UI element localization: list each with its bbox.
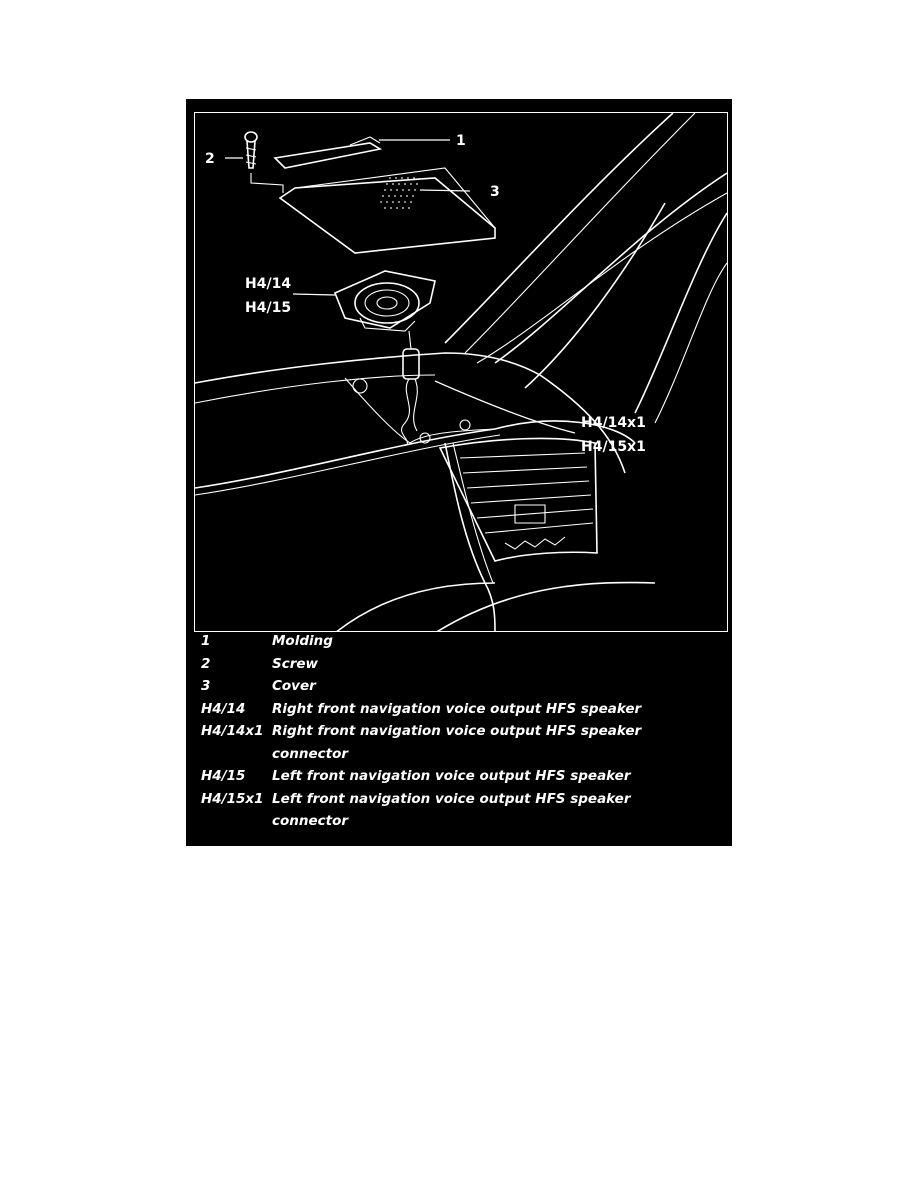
cover-grille xyxy=(380,177,418,209)
legend-code: H4/15x1 xyxy=(201,790,264,807)
legend-row: H4/15 Left front navigation voice output… xyxy=(186,765,732,788)
legend-row: 3 Cover xyxy=(186,675,732,698)
cover-molding-screw xyxy=(244,131,496,254)
legend-row: H4/15x1 Left front navigation voice outp… xyxy=(186,788,732,811)
air-vent xyxy=(438,437,598,562)
legend: 1 Molding 2 Screw 3 Cover H4/14 Right fr… xyxy=(186,630,732,833)
callout-1: 1 xyxy=(456,133,466,149)
legend-description: Cover xyxy=(272,678,316,694)
legend-description: Screw xyxy=(272,655,319,672)
legend-code: H4/14x1 xyxy=(201,723,264,739)
legend-code: H4/15 xyxy=(201,768,246,784)
legend-row: 1 Molding xyxy=(186,630,732,653)
diagram-panel: 1 2 3 H4/14 H4/15 H4/14x1 H4/15x1 1 Mold… xyxy=(186,99,732,846)
legend-code: 1 xyxy=(201,633,211,649)
dashboard-speaker-illustration: 1 2 3 H4/14 H4/15 H4/14x1 H4/15x1 xyxy=(195,113,727,631)
speaker-assembly xyxy=(333,270,471,446)
legend-description: Right front navigation voice output HFS … xyxy=(272,723,642,739)
legend-row: H4/14x1 Right front navigation voice out… xyxy=(186,720,732,743)
legend-description-continued: connector xyxy=(272,745,349,762)
legend-description: Left front navigation voice output HFS s… xyxy=(272,790,631,807)
legend-description: Right front navigation voice output HFS … xyxy=(272,700,642,717)
callout-h4-15x1: H4/15x1 xyxy=(581,439,646,455)
legend-row-continuation: connector xyxy=(186,810,732,833)
a-pillar xyxy=(444,113,727,424)
callout-h4-15: H4/15 xyxy=(245,300,291,316)
callout-h4-14: H4/14 xyxy=(245,276,291,292)
callout-h4-14x1: H4/14x1 xyxy=(581,415,646,431)
callout-2: 2 xyxy=(205,151,215,167)
dashboard xyxy=(195,352,656,631)
legend-code: H4/14 xyxy=(201,700,246,717)
exploded-view-figure: 1 2 3 H4/14 H4/15 H4/14x1 H4/15x1 xyxy=(194,112,728,632)
legend-row: H4/14 Right front navigation voice outpu… xyxy=(186,698,732,721)
legend-row: 2 Screw xyxy=(186,653,732,676)
legend-description: Molding xyxy=(272,633,333,649)
leader-lines xyxy=(225,139,576,434)
legend-description: Left front navigation voice output HFS s… xyxy=(272,768,631,784)
callout-3: 3 xyxy=(490,184,500,200)
legend-description-continued: connector xyxy=(272,813,349,829)
legend-code: 2 xyxy=(201,655,211,672)
legend-code: 3 xyxy=(201,678,211,694)
legend-row-continuation: connector xyxy=(186,743,732,766)
